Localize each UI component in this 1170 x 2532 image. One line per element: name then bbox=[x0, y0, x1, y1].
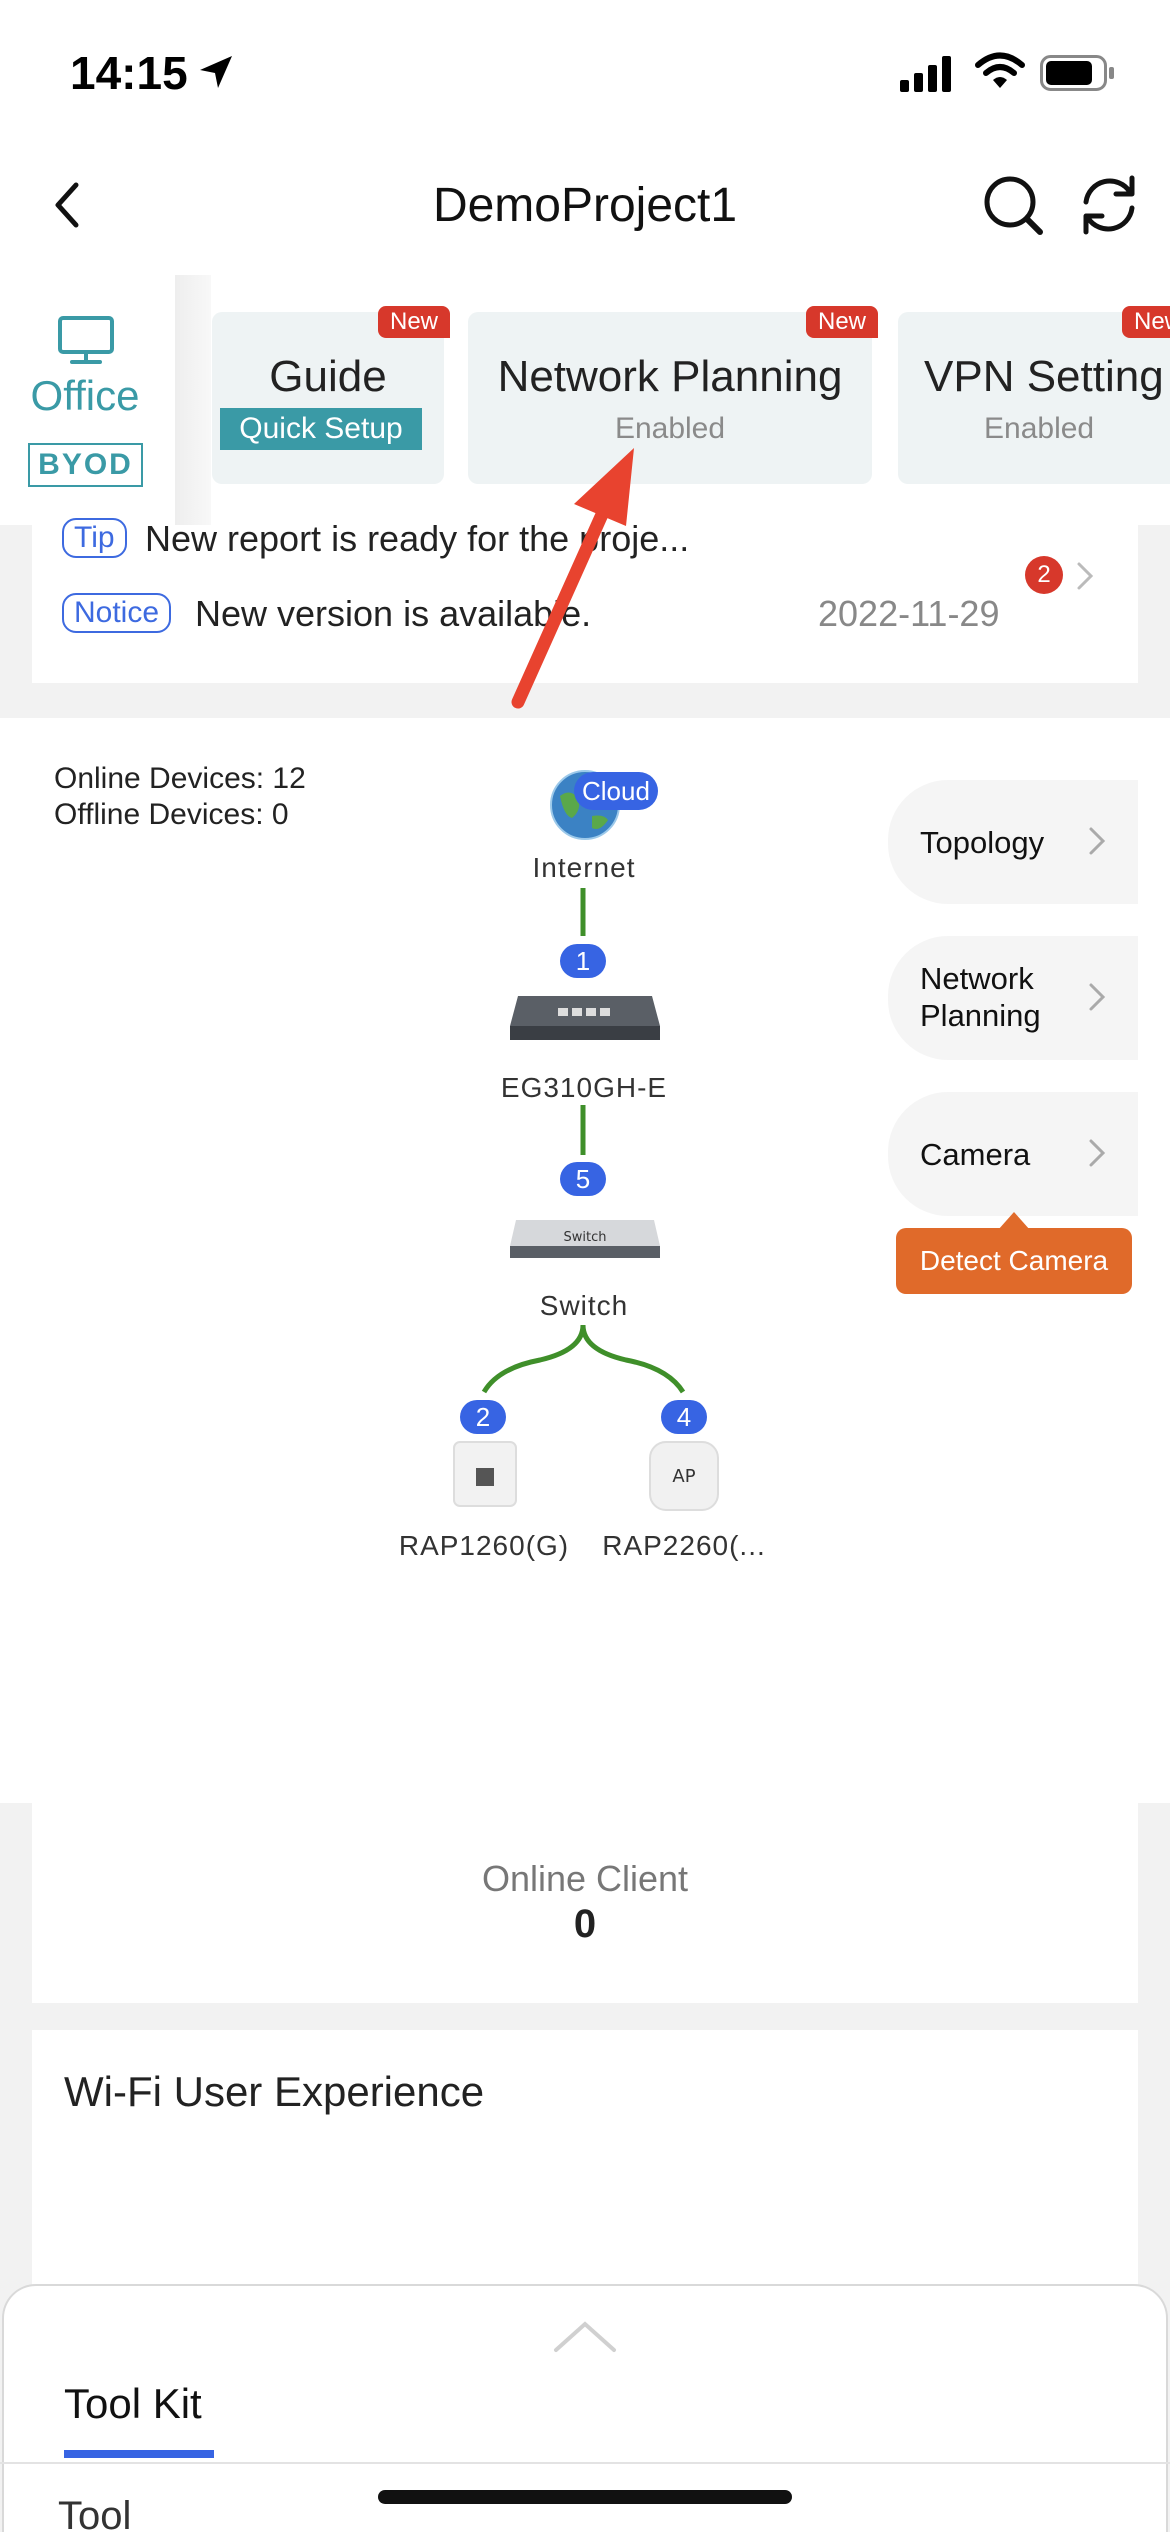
refresh-icon[interactable] bbox=[1074, 172, 1144, 238]
toolkit-divider bbox=[0, 2462, 1170, 2464]
tip-tag: Tip bbox=[62, 518, 127, 558]
scenario-label: Office bbox=[30, 372, 140, 419]
wifi-icon bbox=[975, 52, 1025, 88]
switch-device-icon[interactable]: Switch bbox=[508, 1216, 662, 1262]
battery-icon bbox=[1040, 55, 1114, 91]
internet-label: Internet bbox=[532, 852, 636, 883]
notice-count-badge: 2 bbox=[1025, 556, 1063, 594]
notice-date: 2022-11-29 bbox=[818, 593, 1000, 634]
online-client-panel[interactable] bbox=[32, 1803, 1138, 2003]
topology-button-label: Topology bbox=[920, 825, 1045, 860]
offline-devices-count: Offline Devices: 0 bbox=[54, 798, 289, 831]
chevron-right-icon bbox=[1089, 983, 1106, 1011]
card-title: VPN Setting bbox=[924, 352, 1164, 401]
new-badge: New bbox=[1121, 306, 1170, 338]
page-title: DemoProject1 bbox=[432, 179, 738, 232]
camera-button[interactable]: Camera bbox=[888, 1092, 1138, 1216]
switch-icon-text: Switch bbox=[564, 1230, 607, 1245]
network-planning-button[interactable]: Network Planning bbox=[888, 936, 1138, 1060]
wifi-experience-title: Wi-Fi User Experience bbox=[64, 2068, 485, 2115]
home-indicator bbox=[378, 2490, 792, 2504]
online-client-value: 0 bbox=[573, 1902, 597, 1946]
ap1-count-badge: 2 bbox=[460, 1400, 506, 1434]
detect-camera-button[interactable]: Detect Camera bbox=[896, 1228, 1132, 1294]
card-title: Guide bbox=[269, 352, 387, 401]
card-title: Network Planning bbox=[497, 352, 843, 401]
camera-button-label: Camera bbox=[920, 1137, 1031, 1172]
wifi-experience-panel bbox=[32, 2030, 1138, 2290]
network-planning-card[interactable]: New Network Planning Enabled bbox=[468, 306, 878, 484]
strip-divider bbox=[175, 275, 211, 525]
cloud-badge: Cloud bbox=[574, 772, 658, 810]
chevron-right-icon[interactable] bbox=[1073, 558, 1097, 594]
ap1-label: RAP1260(G) bbox=[398, 1530, 570, 1561]
ap2-count-badge: 4 bbox=[661, 1400, 707, 1434]
topology-links bbox=[481, 888, 686, 1394]
ap2-icon-text: AP bbox=[672, 1466, 695, 1487]
monitor-icon bbox=[58, 316, 114, 364]
online-client-label: Online Client bbox=[481, 1858, 689, 1899]
new-badge: New bbox=[377, 306, 450, 338]
search-icon[interactable] bbox=[980, 172, 1046, 238]
vpn-setting-card[interactable]: New VPN Setting Enabled bbox=[898, 306, 1170, 484]
location-arrow-icon bbox=[200, 56, 232, 88]
ap2-label: RAP2260(... bbox=[602, 1530, 766, 1561]
detect-camera-pointer bbox=[998, 1212, 1030, 1230]
topology-button[interactable]: Topology bbox=[888, 780, 1138, 904]
toolkit-tab[interactable]: Tool Kit bbox=[64, 2380, 202, 2427]
online-devices-count: Online Devices: 12 bbox=[54, 762, 306, 795]
back-button[interactable] bbox=[40, 175, 100, 235]
cellular-signal-icon bbox=[900, 56, 951, 92]
card-status: Enabled bbox=[984, 412, 1095, 445]
tool-section-label: Tool bbox=[58, 2494, 132, 2532]
ap2-device-icon[interactable]: AP bbox=[648, 1440, 720, 1512]
card-status: Enabled bbox=[614, 412, 726, 445]
status-time: 14:15 bbox=[70, 47, 188, 99]
chevron-right-icon bbox=[1089, 827, 1106, 855]
nav-bar bbox=[0, 150, 1170, 275]
status-bar bbox=[0, 0, 1170, 150]
new-badge: New bbox=[805, 306, 878, 338]
notice-text: New version is available. bbox=[195, 593, 592, 634]
annotation-arrow-icon bbox=[511, 448, 634, 709]
gateway-device-icon[interactable] bbox=[508, 990, 662, 1044]
byod-badge: BYOD bbox=[28, 443, 143, 487]
quick-setup-label: Quick Setup bbox=[220, 408, 422, 450]
gateway-label: EG310GH-E bbox=[500, 1072, 668, 1103]
ap1-device-icon[interactable] bbox=[452, 1440, 518, 1508]
chevron-up-icon[interactable] bbox=[552, 2318, 618, 2354]
chevron-right-icon bbox=[1089, 1139, 1106, 1167]
switch-label: Switch bbox=[539, 1290, 629, 1321]
toolkit-tab-underline bbox=[64, 2450, 214, 2458]
guide-card[interactable]: New Guide Quick Setup bbox=[212, 306, 450, 484]
network-planning-label-line1: Network bbox=[920, 961, 1034, 996]
gateway-count-badge: 1 bbox=[560, 944, 606, 978]
switch-count-badge: 5 bbox=[560, 1162, 606, 1196]
network-planning-label-line2: Planning bbox=[920, 998, 1041, 1033]
notice-tag: Notice bbox=[62, 593, 172, 633]
